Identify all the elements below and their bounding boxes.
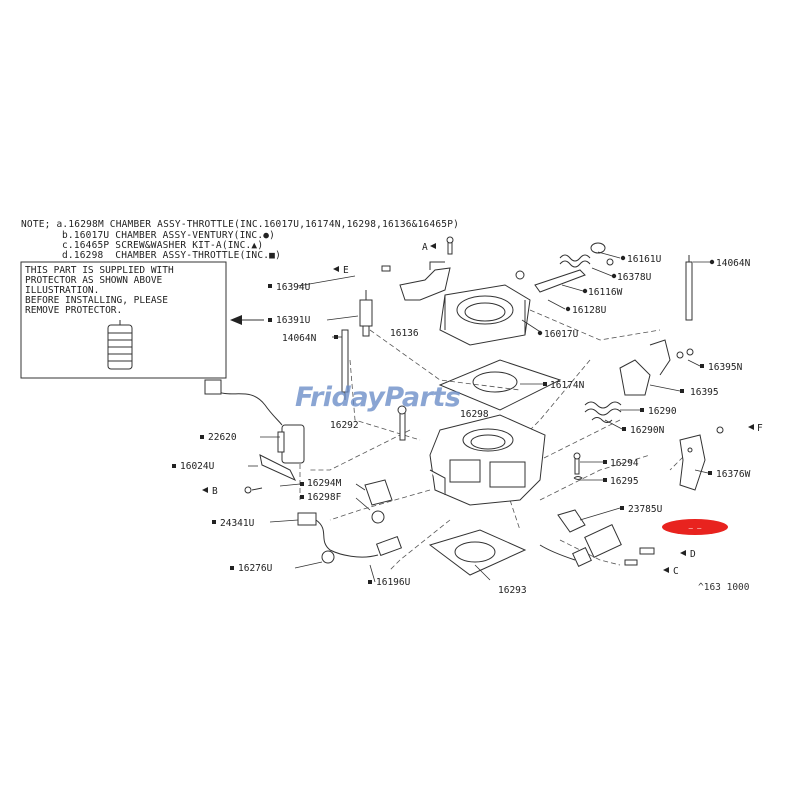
ref-B: B xyxy=(212,486,218,497)
protector-note-line1: THIS PART IS SUPPLIED WITH xyxy=(25,265,174,276)
spring-parts-top xyxy=(515,242,614,293)
label-16161U: 16161U xyxy=(627,254,662,265)
protector-note-line3: ILLUSTRATION. xyxy=(25,285,100,296)
label-16376W: 16376W xyxy=(716,469,751,480)
fitting-16294M-part xyxy=(364,479,393,524)
protector-note-line4: BEFORE INSTALLING, PLEASE xyxy=(25,295,168,306)
throttle-lever-part xyxy=(399,261,451,301)
label-16391U: 16391U xyxy=(276,315,311,326)
callout-markers xyxy=(172,243,754,584)
shaft-left-part xyxy=(341,329,349,400)
label-16294M: 16294M xyxy=(307,478,342,489)
protector-note-box xyxy=(20,261,227,379)
label-16378U: 16378U xyxy=(617,272,652,283)
gasket-upper-part xyxy=(438,359,562,411)
ref-E: E xyxy=(343,265,349,276)
label-16298: 16298 xyxy=(460,409,489,420)
ref-D: D xyxy=(690,549,696,560)
label-16024U: 16024U xyxy=(180,461,215,472)
diagram-code: ^163 1000 xyxy=(698,582,750,593)
bracket-16395-part xyxy=(619,339,694,396)
protector-note-line5: REMOVE PROTECTOR. xyxy=(25,305,123,316)
label-16136: 16136 xyxy=(390,328,419,339)
note-line-d: d.16298 CHAMBER ASSY-THROTTLE(INC.■) xyxy=(62,250,282,261)
label-16395N: 16395N xyxy=(708,362,743,373)
label-22620: 22620 xyxy=(208,432,237,443)
label-14064N-right: 14064N xyxy=(716,258,751,269)
label-16290: 16290 xyxy=(648,406,677,417)
label-14064N-left: 14064N xyxy=(282,333,317,344)
svg-text:— —: — — xyxy=(689,524,702,532)
label-16128U: 16128U xyxy=(572,305,607,316)
screw-parts xyxy=(244,236,583,494)
label-16017U: 16017U xyxy=(544,329,579,340)
note-line-b: b.16017U CHAMBER ASSY-VENTURY(INC.●) xyxy=(62,230,276,241)
note-line-a: NOTE; a.16298M CHAMBER ASSY-THROTTLE(INC… xyxy=(21,219,460,230)
label-16394U: 16394U xyxy=(276,282,311,293)
protector-arrow xyxy=(230,315,264,325)
bracket-16376W-part xyxy=(679,426,724,491)
fridayparts-watermark: FridayParts xyxy=(295,382,461,413)
leader-lines xyxy=(248,251,710,583)
protector-note-line2: PROTECTOR AS SHOWN ABOVE xyxy=(25,275,163,286)
actuator-part xyxy=(539,524,655,567)
throttle-body-part xyxy=(429,414,546,506)
label-16298F: 16298F xyxy=(307,492,342,503)
ref-C: C xyxy=(673,566,679,577)
label-16116W: 16116W xyxy=(588,287,623,298)
label-16292: 16292 xyxy=(330,420,359,431)
note-line-c: c.16465P SCREW&WASHER KIT-A(INC.▲) xyxy=(62,240,264,251)
label-16290N: 16290N xyxy=(630,425,665,436)
label-16395: 16395 xyxy=(690,387,719,398)
harness-24341U-part xyxy=(297,512,403,564)
ref-A: A xyxy=(422,242,428,253)
spring-16290-part xyxy=(584,401,622,423)
label-24341U: 24341U xyxy=(220,518,255,529)
gasket-lower-part xyxy=(428,529,527,576)
label-16174N: 16174N xyxy=(550,380,585,391)
plate-23785U-part xyxy=(557,509,586,533)
shaft-right-part xyxy=(685,255,693,321)
label-16293: 16293 xyxy=(498,585,527,596)
label-16294: 16294 xyxy=(610,458,639,469)
ref-F: F xyxy=(757,423,763,434)
label-23785U: 23785U xyxy=(628,504,663,515)
venturi-chamber-part xyxy=(439,284,531,346)
label-16196U: 16196U xyxy=(376,577,411,588)
label-16295: 16295 xyxy=(610,476,639,487)
protector-illustration xyxy=(107,320,133,370)
sensor-16391U-part xyxy=(359,290,373,337)
label-16276U: 16276U xyxy=(238,563,273,574)
motor-22620-part xyxy=(204,379,305,482)
highlighted-part-marker: — — xyxy=(662,519,728,535)
